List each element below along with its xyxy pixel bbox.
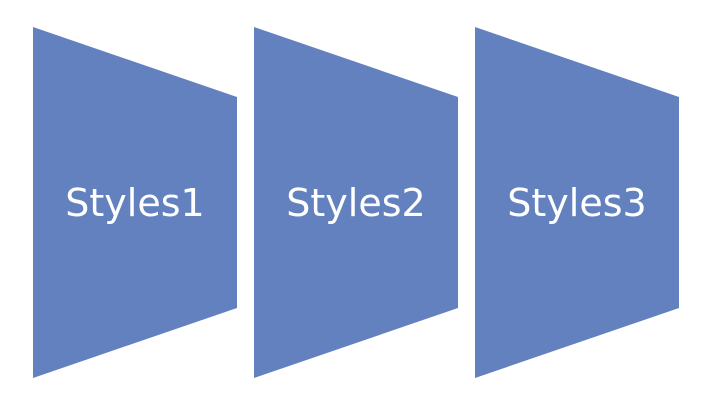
shape-label: Styles2 — [286, 181, 425, 225]
shape-label: Styles3 — [507, 181, 646, 225]
trapezoid-shape — [254, 27, 458, 378]
shape-styles3[interactable]: Styles3 — [475, 27, 679, 378]
shape-label: Styles1 — [65, 181, 204, 225]
trapezoid-shape — [33, 27, 237, 378]
shape-styles2[interactable]: Styles2 — [254, 27, 458, 378]
shape-styles1[interactable]: Styles1 — [33, 27, 237, 378]
trapezoid-shape — [475, 27, 679, 378]
